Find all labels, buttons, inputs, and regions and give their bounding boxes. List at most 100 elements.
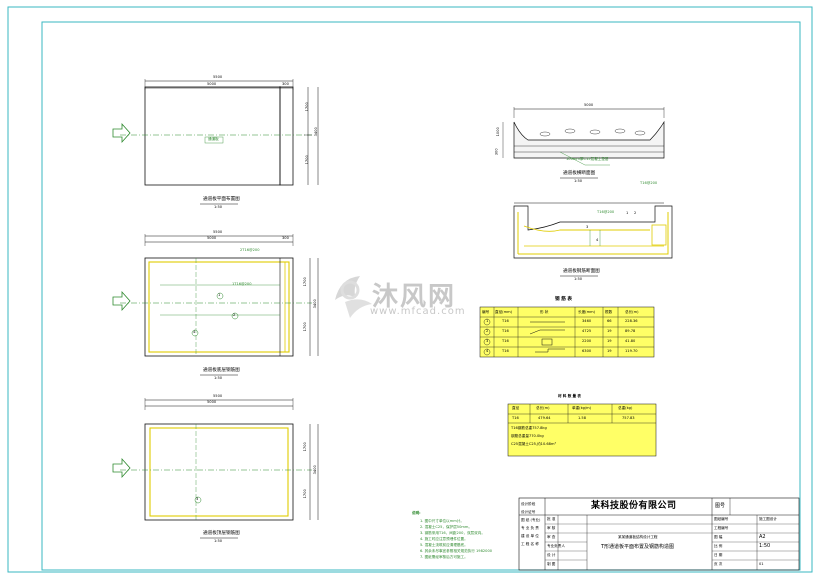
- section1-note2: T16@200: [640, 181, 658, 185]
- plan2-slab: [144, 257, 294, 357]
- rebar-r2-count: 19: [607, 329, 612, 333]
- notes-line-4: 4. 施工时应注意预埋件位置。: [420, 537, 468, 541]
- plan3-dim-v1: 1700: [302, 442, 307, 452]
- tb-mid-5: 制 图: [547, 562, 556, 566]
- section2-callout-1: 1: [626, 211, 629, 215]
- tb-right-k4: 日 期: [714, 553, 723, 557]
- material-weight: 757.83: [622, 416, 635, 420]
- rebar-r1-total: 228.36: [625, 319, 638, 323]
- section1-dim-v1: 1000: [495, 127, 500, 137]
- rebar-r1-dia: T16: [502, 319, 509, 323]
- plan1-dim-a: 5000: [207, 82, 217, 86]
- plan1-arrow-icon: [112, 122, 131, 144]
- plan2-rebar-side: 1T16@200: [232, 282, 252, 286]
- tb-left-5: 工 程 名 称: [521, 542, 539, 546]
- notes-title: 说明:: [412, 511, 421, 515]
- rebar-r3-no: 3: [486, 339, 489, 343]
- plan2-rebar-top: 2T16@200: [240, 248, 260, 252]
- plan3-group: [112, 398, 319, 539]
- plan3-dim-a: 5000: [207, 400, 217, 404]
- plan1-dim-h2: 1700: [304, 155, 309, 165]
- tb-mid-1: 审 核: [547, 526, 556, 530]
- section1-dim-v2: 300: [494, 148, 499, 156]
- rebar-r2-total: 89.78: [625, 329, 636, 333]
- plan2-dim-total-v: 3400: [312, 299, 317, 309]
- section1-scale: 1:50: [574, 179, 583, 183]
- material-unit: 1.58: [578, 416, 587, 420]
- material-note-1: T16钢筋总重757.8kg: [511, 426, 547, 430]
- rebar-r3-dia: T16: [502, 339, 509, 343]
- plan2-dim-a: 5000: [207, 236, 217, 240]
- plan1-scale: 1:50: [214, 205, 223, 209]
- section1-group: [502, 107, 665, 179]
- watermark-logo-icon: [335, 276, 372, 318]
- notes-line-6: 6. 其余未尽事宜参照相关规范执行 1982000: [420, 549, 493, 553]
- material-table-title: 材 料 数 量 表: [558, 394, 581, 398]
- inner-frame: [41, 21, 801, 571]
- tb-mid-4: 设 计: [547, 553, 556, 557]
- tb-right-k1: 工程编号: [714, 526, 729, 530]
- tb-left-1: 设计证号: [521, 510, 536, 514]
- material-note-2: 钢筋总重量770.0kg: [511, 434, 544, 438]
- plan3-dim-v2: 1700: [302, 489, 307, 499]
- tb-mid-2: 审 查: [547, 535, 556, 539]
- rebar-r2-no: 2: [486, 329, 489, 333]
- rebar-table-grid: [479, 306, 655, 358]
- plan3-arrow-icon: [112, 457, 131, 479]
- rebar-r2-len: 4725: [582, 329, 592, 333]
- tb-left-2: 图 纸 (专业): [521, 518, 541, 522]
- plan3-title: 通道板顶层钢筋图: [203, 531, 240, 536]
- tb-right-v0: 施工图设计: [759, 517, 777, 521]
- plan2-dim-total: 5500: [213, 230, 223, 234]
- plan3-dim-total: 5500: [213, 394, 223, 398]
- notes-line-5: 5. 混凝土浇筑前应清理基底。: [420, 543, 468, 547]
- section2-callout-3: 3: [586, 225, 589, 229]
- plan3-callout: 3: [196, 497, 199, 501]
- tb-right-v5: 01: [759, 562, 764, 566]
- tb-right-v3: 1:50: [759, 543, 771, 549]
- plan3-dim-total-v: 3400: [312, 465, 317, 475]
- tb-mid-3: 专业负责人: [547, 544, 565, 548]
- tb-left-4: 建 设 单 位: [521, 534, 539, 538]
- plan2-callout-4: 4: [193, 330, 196, 334]
- section1-note: 100mm厚C15混凝土垫层: [566, 157, 609, 161]
- watermark-url: www.mfcad.com: [370, 306, 466, 317]
- rebar-r1-no: 1: [486, 319, 489, 323]
- plan3-scale: 1:50: [214, 539, 223, 543]
- section2-label-top: T16@200: [597, 210, 615, 214]
- plan2-scale: 1:50: [214, 376, 223, 380]
- section2-callout-4: 4: [596, 238, 599, 242]
- material-dia: T16: [512, 416, 519, 420]
- plan2-dim-v2: 1700: [302, 322, 307, 332]
- fig-no-label: 图号: [715, 503, 726, 509]
- plan2-dim-v1: 1700: [302, 277, 307, 287]
- material-th-weight: 总重(kg): [618, 406, 633, 410]
- section1-title: 通道板横断面图: [563, 171, 596, 176]
- rebar-th-no: 编号: [482, 310, 490, 314]
- section2-body: [513, 205, 673, 259]
- rebar-th-dia: 直径(mm): [495, 310, 512, 314]
- outer-frame: [7, 6, 813, 573]
- rebar-th-total: 总长(m): [625, 310, 639, 314]
- tb-left-3: 专 业 负 责: [521, 526, 539, 530]
- section2-scale: 1:50: [574, 277, 583, 281]
- tb-right-k2: 图 幅: [714, 535, 723, 539]
- tb-mid-0: 批 准: [547, 517, 556, 521]
- plan1-dim-b: 300: [282, 82, 289, 86]
- plan2-title: 通道板底层钢筋图: [203, 368, 240, 373]
- notes-line-7: 7. 图纸需经审核后方可施工。: [420, 555, 468, 559]
- rebar-th-len: 长度(mm): [578, 310, 595, 314]
- plan1-title: 通道板平面布置图: [203, 197, 240, 202]
- rebar-r3-len: 2200: [582, 339, 592, 343]
- rebar-r3-total: 41.80: [625, 339, 636, 343]
- rebar-r4-count: 19: [607, 349, 612, 353]
- rebar-th-count: 根数: [605, 310, 613, 314]
- plan1-center-label: 通道板: [208, 137, 219, 141]
- section2-title: 通道板钢筋断面图: [563, 269, 600, 274]
- title-block-grid: [518, 497, 800, 571]
- material-table-grid: [507, 403, 657, 457]
- notes-line-2: 2. 混凝土C25，保护层50mm。: [420, 525, 472, 529]
- tb-left-0: 设计阶段: [521, 502, 536, 506]
- tb-right-k5: 页 次: [714, 562, 723, 566]
